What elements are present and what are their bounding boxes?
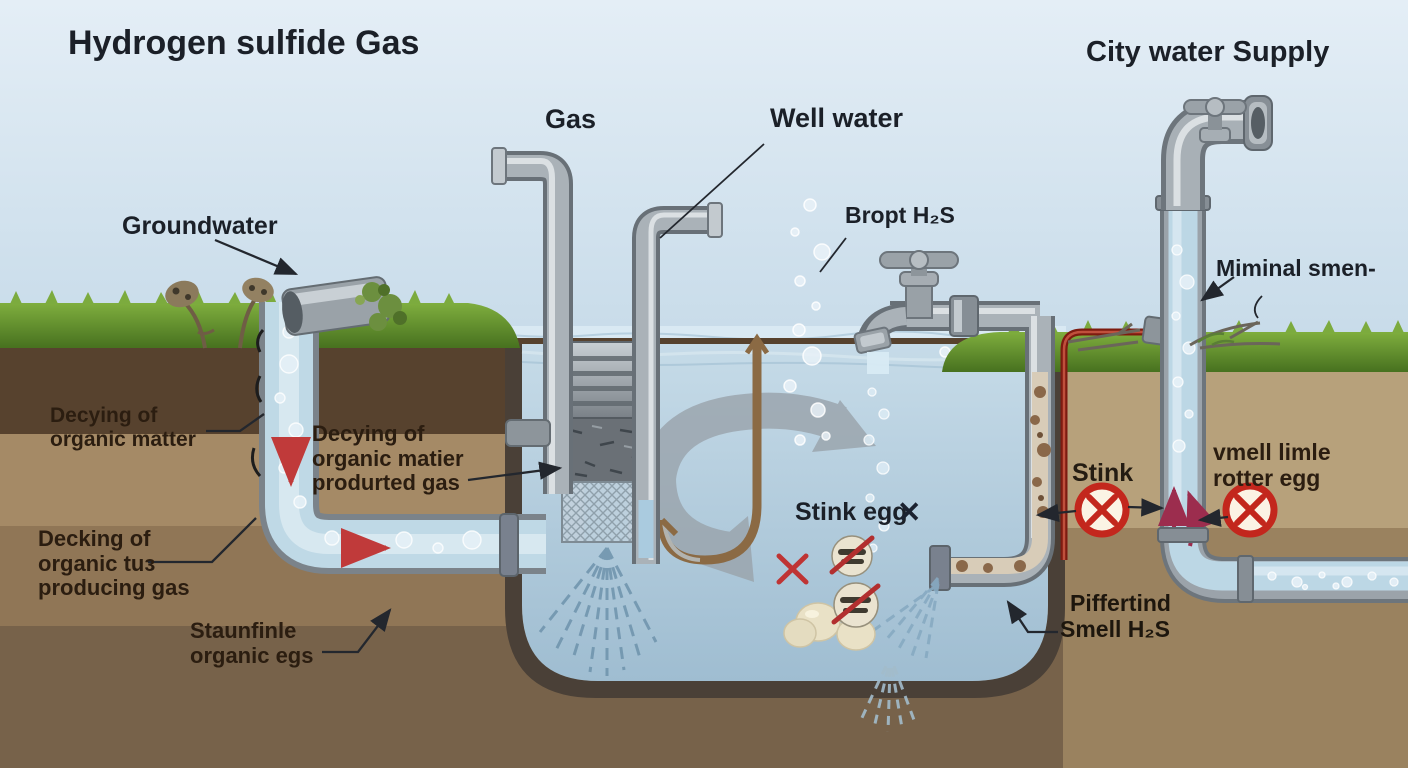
groundwater-arrow [214, 238, 299, 276]
moss [355, 282, 407, 331]
city-faucet [1155, 95, 1408, 603]
crossed-egg-1 [829, 535, 875, 577]
well-water-label: Well water [770, 103, 904, 133]
miminal-arrow [1200, 276, 1235, 302]
main-title: Hydrogen sulfide Gas [68, 24, 420, 62]
leader-lines [148, 143, 1263, 654]
gas-pipe [491, 147, 573, 494]
stink-prohibition-icon [1074, 482, 1130, 538]
decaying-matter-label: Decying of organic matter [50, 404, 196, 451]
right-title: City water Supply [1086, 36, 1330, 68]
crossed-egg-2 [831, 582, 881, 628]
piffertind-label: Piffertind Smell H₂S [1060, 590, 1171, 642]
well-water-pipe [632, 202, 723, 564]
piffertind-leader [1006, 600, 1058, 634]
decaying-matter-leader [206, 413, 265, 433]
pump-spray [538, 547, 658, 676]
stink-left-arrow [1035, 503, 1077, 522]
decking-leader [148, 517, 257, 564]
staunfinle-label: Staunfinle organic egs [190, 618, 314, 668]
decaying-matter-gas-label: Decying of organic matier produrted gas [312, 421, 464, 496]
stink-right-arrow [1127, 498, 1165, 517]
bropt-h2s-label: Bropt H₂S [845, 202, 955, 228]
decking-label: Decking of organic tuз producing gas [38, 526, 190, 601]
miminal-smen-label: Miminal smen- [1216, 255, 1376, 281]
well-faucet [853, 250, 1055, 733]
well-water-leader [659, 143, 765, 239]
rotten-egg-icons [776, 535, 881, 651]
rotten-egg-prohibition-icon [1222, 482, 1278, 538]
staunfinle-arrow [322, 608, 392, 654]
pour-spray [873, 577, 940, 659]
leak-spray [858, 665, 916, 733]
stink-egg-x-mark: ✕ [897, 497, 922, 529]
bropt-leader [819, 237, 847, 273]
gas-label: Gas [545, 104, 597, 134]
withered-plants [165, 277, 274, 349]
stream-bubbles [863, 387, 890, 553]
dead-twigs [1067, 320, 1281, 352]
miminal-tail [1253, 295, 1263, 319]
hook-icon [657, 333, 770, 565]
decaying-gas-arrow [467, 461, 563, 482]
stink-egg-label: Stink egg [795, 498, 908, 526]
vmell-arrow [1197, 508, 1229, 527]
red-x-icon [776, 553, 809, 585]
vmell-label: vmell limle rotter egg [1213, 439, 1331, 491]
groundwater-label: Groundwater [122, 212, 278, 240]
stink-label: Stink [1072, 459, 1134, 487]
pipe-bubbles [1171, 244, 1399, 591]
groundwater-intake-pipe [251, 276, 551, 577]
